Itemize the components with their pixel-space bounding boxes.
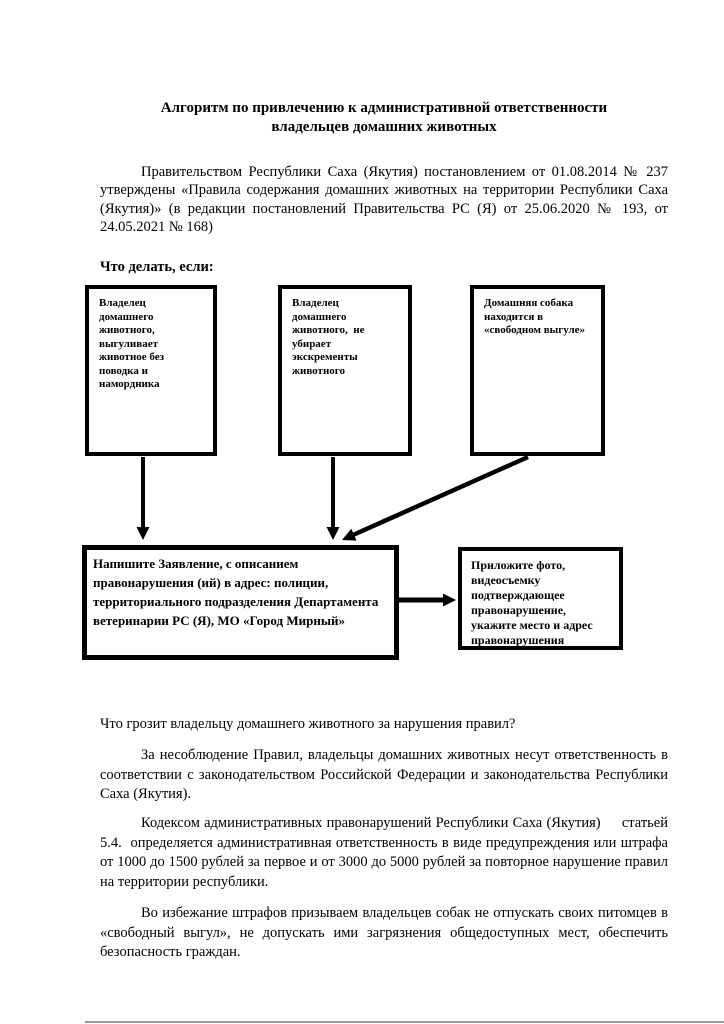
paragraph-liability: За несоблюдение Правил, владельцы домашн… — [100, 747, 668, 802]
arrow-diagonal-box3-to-action — [342, 454, 529, 541]
page-title: Алгоритм по привлечению к административн… — [100, 99, 668, 137]
flow-box-excrement: Владелец домашнего животного, не убирает… — [278, 285, 412, 456]
question-heading: Что грозит владельцу домашнего животного… — [100, 716, 516, 732]
paragraph-fines: Кодексом административных правонарушений… — [100, 815, 668, 890]
arrow-right-action-to-attach — [399, 593, 456, 607]
intro-paragraph: Правительством Республики Саха (Якутия) … — [100, 164, 668, 236]
flow-box-no-leash: Владелец домашнего животного, выгуливает… — [85, 285, 217, 456]
page-title-line-2: владельцев домашних животных — [271, 119, 497, 135]
flow-box-attach-photo: Приложите фото, видеосъемку подтверждающ… — [458, 547, 623, 650]
what-if-heading: Что делать, если: — [100, 259, 214, 275]
flow-box-write-statement: Напишите Заявление, с описанием правонар… — [82, 545, 399, 660]
scan-artifact-line — [85, 1021, 724, 1023]
page-title-line-1: Алгоритм по привлечению к административн… — [160, 100, 608, 116]
flow-box-free-range: Домашняя собака находится в «свободном в… — [470, 285, 605, 456]
paragraph-appeal: Во избежание штрафов призываем владельце… — [100, 905, 668, 960]
arrow-down-box2-to-action — [326, 457, 340, 540]
arrow-down-box1-to-action — [136, 457, 150, 540]
